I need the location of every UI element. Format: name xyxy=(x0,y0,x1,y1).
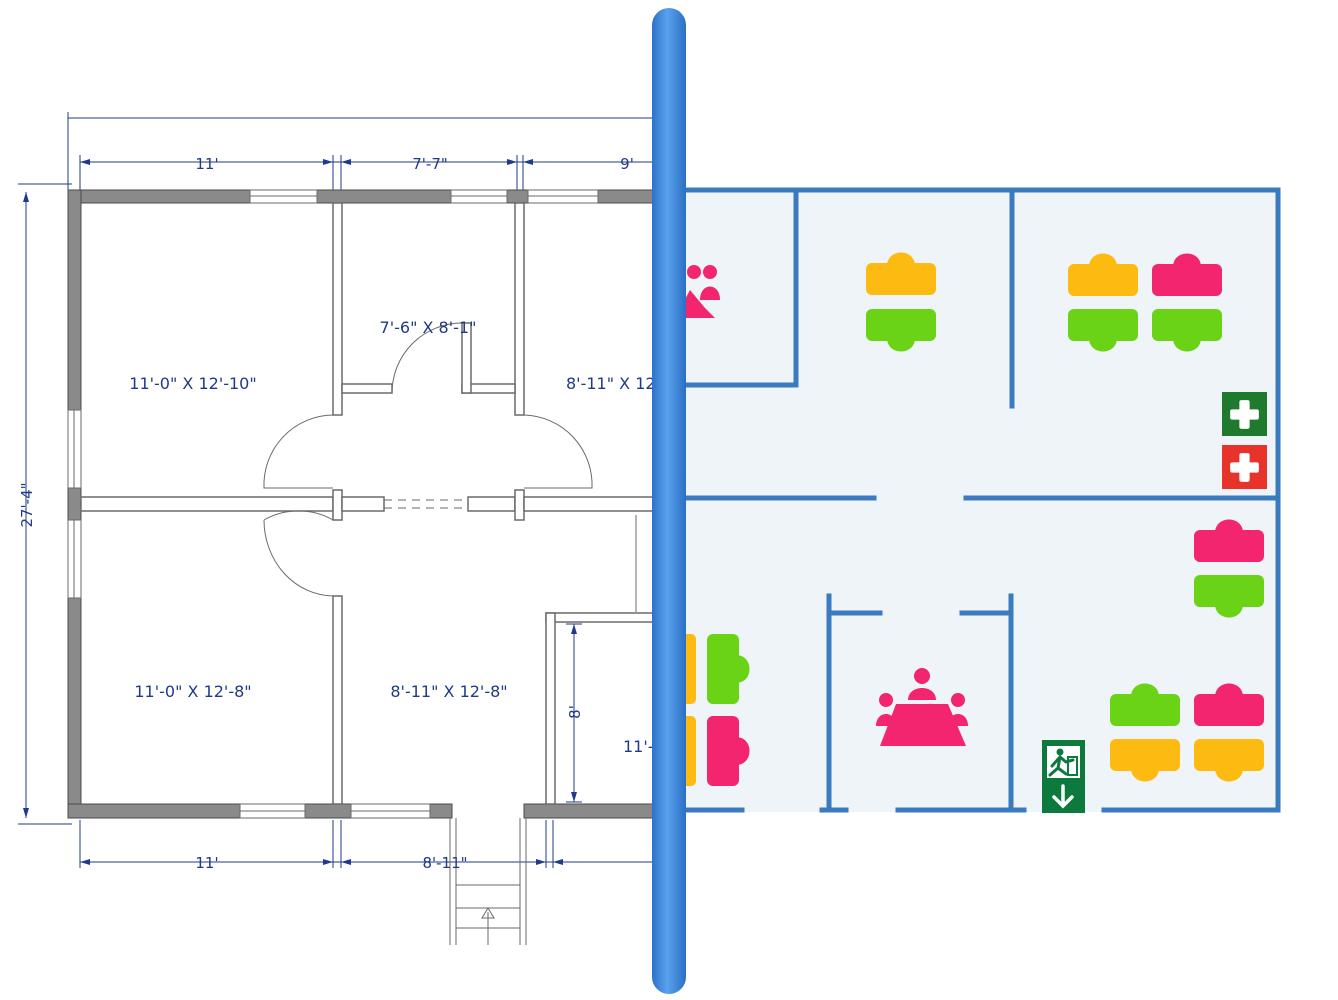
dimension-lines xyxy=(18,112,660,868)
room-label-1: 11'-0" X 12'-10" xyxy=(129,374,256,393)
room-label-6: 11'- xyxy=(623,737,654,756)
room-label-3: 8'-11" X 12' xyxy=(566,374,660,393)
dim-closet: 8' xyxy=(566,705,584,719)
entry-stairs xyxy=(449,818,527,945)
dimension-arrows xyxy=(23,159,577,865)
dim-top-3: 9' xyxy=(620,155,634,173)
dim-top-2: 7'-7" xyxy=(412,155,448,173)
dim-top-1: 11' xyxy=(195,155,218,173)
office-layout-plan xyxy=(665,187,1281,813)
architectural-floor-plan: 11' 7'-7" 9' 11' 8'-11" 27'-4" 8' 11'-0"… xyxy=(18,112,660,945)
room-label-4: 11'-0" X 12'-8" xyxy=(134,682,251,701)
door-swings xyxy=(263,322,637,612)
emergency-exit-icon xyxy=(1042,740,1085,813)
first-aid-icon xyxy=(1222,392,1267,436)
room-label-2: 7'-6" X 8'-1" xyxy=(380,318,477,337)
windows xyxy=(67,189,599,819)
interior-walls xyxy=(80,202,659,805)
exterior-walls xyxy=(67,189,659,819)
dim-bottom-2: 8'-11" xyxy=(422,854,467,872)
dim-bottom-1: 11' xyxy=(195,854,218,872)
office-walls xyxy=(665,187,1281,813)
room-label-5: 8'-11" X 12'-8" xyxy=(390,682,507,701)
dim-left: 27'-4" xyxy=(18,482,36,527)
meeting-table-icon xyxy=(876,668,968,746)
first-aid-icon xyxy=(1222,445,1267,489)
comparison-divider-handle[interactable] xyxy=(652,8,686,994)
